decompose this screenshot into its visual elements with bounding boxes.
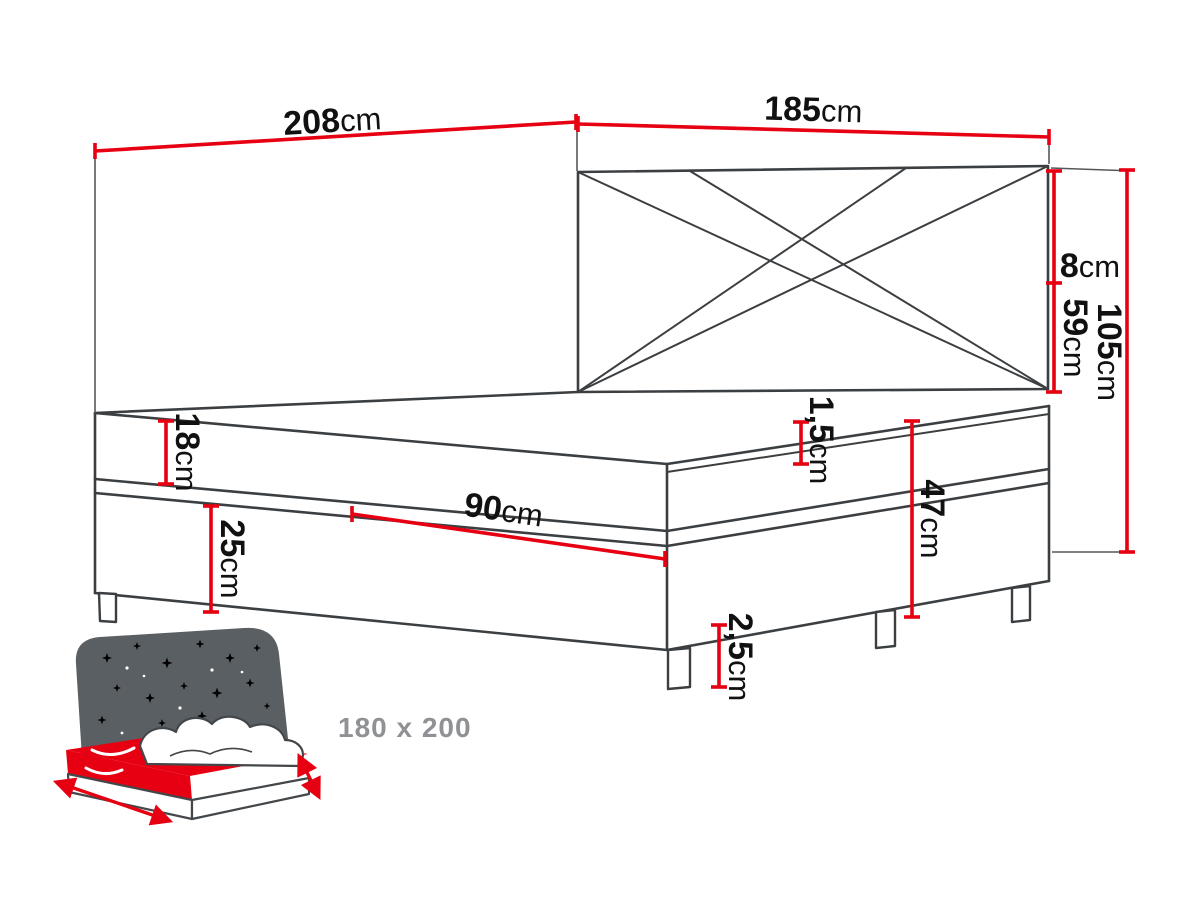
extension-lines bbox=[94, 116, 1135, 553]
dim-leg-height-2-5 bbox=[711, 623, 727, 689]
mattress-back-edge bbox=[93, 390, 580, 415]
label-drawer-width: 90cm bbox=[462, 486, 546, 535]
icon-depth-arrow bbox=[297, 753, 321, 800]
label-headboard-width: 185cm bbox=[764, 90, 863, 131]
legs bbox=[97, 584, 1032, 691]
label-topper-height: 1,5cm bbox=[802, 396, 840, 485]
dim-total-height-105 bbox=[1119, 168, 1135, 554]
headboard bbox=[576, 164, 1050, 394]
dim-top-trim-8-and-upper-59 bbox=[1046, 169, 1062, 394]
leg-left bbox=[97, 591, 118, 624]
bed-drawing bbox=[93, 164, 1051, 691]
label-side-height: 47cm bbox=[913, 479, 951, 558]
icon-duvet bbox=[138, 715, 305, 768]
dim-base-height-25 bbox=[203, 504, 219, 614]
leg-mid-right bbox=[874, 608, 897, 650]
label-total-height: 105cm bbox=[1090, 303, 1128, 401]
label-leg-height: 2,5cm bbox=[721, 613, 759, 702]
topper-seam bbox=[666, 413, 1050, 473]
label-headboard-upper: 59cm bbox=[1056, 298, 1094, 377]
dim-drawer-width-90 bbox=[350, 506, 667, 567]
bed-icon bbox=[52, 627, 321, 826]
dim-mattress-height-18 bbox=[158, 419, 174, 486]
dimension-labels: 208cm 185cm 8cm 59cm 105cm 18cm 25cm 90c… bbox=[168, 90, 1128, 702]
dimension-lines bbox=[93, 114, 1135, 689]
dim-length-208 bbox=[93, 114, 578, 159]
label-base-height: 25cm bbox=[213, 519, 251, 598]
label-mattress-height: 18cm bbox=[168, 412, 206, 491]
label-length: 208cm bbox=[282, 99, 382, 143]
leg-front-corner bbox=[666, 646, 692, 691]
leg-right bbox=[1010, 584, 1032, 624]
icon-duvet-fold bbox=[169, 747, 253, 757]
dim-headboard-width-185 bbox=[576, 116, 1051, 145]
size-label: 180 x 200 bbox=[338, 712, 472, 743]
icon-width-arrow bbox=[52, 777, 174, 826]
label-top-trim: 8cm bbox=[1060, 247, 1120, 285]
dim-side-height-47 bbox=[904, 419, 920, 619]
headboard-cross-pattern bbox=[577, 165, 1049, 393]
dim-topper-1-5 bbox=[793, 420, 809, 466]
icon-stars bbox=[97, 639, 271, 735]
